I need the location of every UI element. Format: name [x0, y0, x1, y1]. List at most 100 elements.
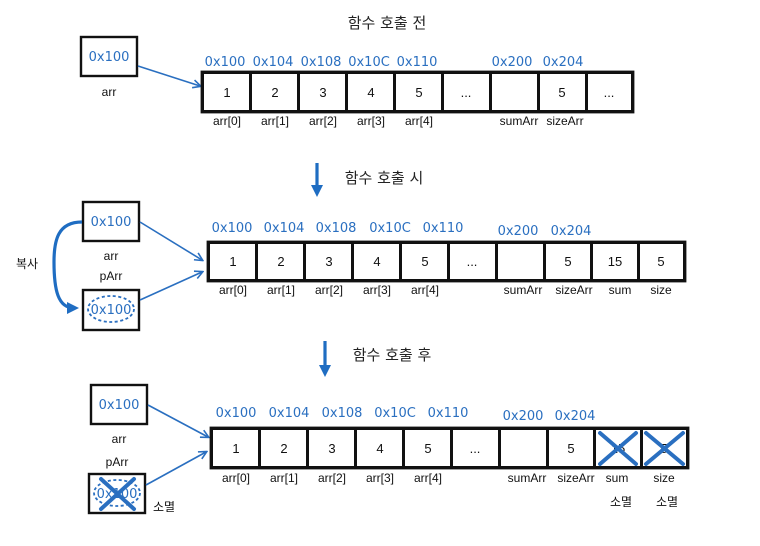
cell-value: 1: [232, 441, 239, 456]
copy-pointer-arrow: [139, 272, 202, 301]
cell-label: arr[0]: [219, 283, 247, 297]
cell-label: arr[2]: [318, 471, 346, 485]
cross-icon: [99, 477, 136, 511]
address-label: 0x10C: [348, 55, 390, 70]
cell-label: arr[2]: [309, 114, 337, 128]
address-label: 0x200: [503, 409, 544, 424]
cell-label: arr[3]: [363, 283, 391, 297]
stage-title: 함수 호출 후: [353, 346, 432, 364]
memory-row: [209, 426, 690, 470]
cell-label: sizeArr: [555, 283, 592, 297]
cell-value: 2: [277, 254, 284, 269]
copy-arrow-icon: [52, 220, 83, 314]
cell-value: ...: [604, 85, 615, 100]
address-label: 0x108: [316, 221, 357, 236]
cell-value: 4: [373, 254, 380, 269]
cell-value: 2: [271, 85, 278, 100]
cell-value: 4: [367, 85, 374, 100]
address-label: 0x104: [269, 406, 310, 421]
cell-label: arr[1]: [261, 114, 289, 128]
cell-label: sizeArr: [546, 114, 583, 128]
cell-value: 1: [223, 85, 230, 100]
pointer-box: [79, 35, 139, 78]
cell-value: 5: [421, 254, 428, 269]
cell-label: size: [650, 283, 672, 297]
cell-value: ...: [461, 85, 472, 100]
memory-row: [206, 240, 687, 283]
memory-border: [200, 70, 635, 114]
copy-pointer-box: [81, 288, 141, 332]
memory-cell: [403, 428, 452, 468]
memory-border: [209, 426, 690, 470]
cell-value: 15: [608, 254, 622, 269]
memory-row: [200, 70, 635, 114]
address-label: 0x108: [322, 406, 363, 421]
address-label: 0x10C: [369, 221, 411, 236]
memory-cell: [496, 242, 545, 281]
cell-value: 2: [280, 441, 287, 456]
cell-label: arr[0]: [222, 471, 250, 485]
cell-label: arr[4]: [411, 283, 439, 297]
cell-label: sumArr: [504, 283, 543, 297]
address-label: 0x100: [212, 221, 253, 236]
stage-title: 함수 호출 전: [348, 14, 427, 32]
pointer-label: arr: [112, 432, 127, 446]
pointer-box: [89, 383, 149, 426]
pointer-arrow: [147, 404, 208, 437]
cell-label: arr[0]: [213, 114, 241, 128]
address-label: 0x108: [301, 55, 342, 70]
address-label: 0x204: [555, 409, 596, 424]
cell-value: 1: [229, 254, 236, 269]
pointer-value: 0x100: [91, 215, 132, 230]
pointer-arrow: [137, 65, 200, 86]
cell-value: 5: [415, 85, 422, 100]
address-label: 0x200: [492, 55, 533, 70]
memory-cell: [499, 428, 548, 468]
address-label: 0x200: [498, 224, 539, 239]
stage-during: 함수 호출 시 0x100 arr pArr 0x100 복사 0x100 0x…: [16, 169, 687, 332]
memory-cell: [451, 428, 500, 468]
cell-value: 5: [558, 85, 565, 100]
pointer-label: arr: [102, 85, 117, 99]
cell-value: 3: [325, 254, 332, 269]
cell-value: 4: [376, 441, 383, 456]
cell-value: 5: [564, 254, 571, 269]
cell-label: sum: [609, 283, 632, 297]
address-label: 0x100: [205, 55, 246, 70]
dashed-highlight: [87, 295, 135, 323]
address-label: 0x110: [397, 55, 438, 70]
address-label: 0x10C: [374, 406, 416, 421]
copy-pointer-label: pArr: [100, 269, 123, 283]
memory-cell: [586, 72, 633, 112]
stage-before: 함수 호출 전 0x100 arr 0x100 0x104 0x108 0x10…: [79, 14, 635, 128]
destroyed-label: 소멸: [610, 495, 632, 509]
memory-cell: [490, 72, 539, 112]
address-label: 0x110: [428, 406, 469, 421]
cell-label: sumArr: [508, 471, 547, 485]
cell-label: arr[1]: [267, 283, 295, 297]
address-label: 0x104: [253, 55, 294, 70]
cell-value: ...: [467, 254, 478, 269]
cell-label: arr[4]: [405, 114, 433, 128]
pointer-box: [81, 200, 141, 243]
pointer-value: 0x100: [89, 50, 130, 65]
cell-label: sumArr: [500, 114, 539, 128]
dashed-highlight: [93, 479, 141, 507]
pointer-arrow: [139, 221, 202, 260]
cell-label: arr[1]: [270, 471, 298, 485]
stage-title: 함수 호출 시: [345, 169, 424, 187]
cell-label: arr[4]: [414, 471, 442, 485]
cell-label: size: [653, 471, 675, 485]
address-label: 0x204: [543, 55, 584, 70]
cell-label: arr[3]: [366, 471, 394, 485]
cell-value: 3: [328, 441, 335, 456]
cell-value: 5: [567, 441, 574, 456]
cross-icon: [598, 431, 638, 466]
cell-label: sizeArr: [557, 471, 594, 485]
copy-pointer-label: pArr: [106, 455, 129, 469]
address-label: 0x110: [423, 221, 464, 236]
pointer-label: arr: [104, 249, 119, 263]
cell-label: arr[2]: [315, 283, 343, 297]
stage-after: 함수 호출 후 0x100 arr pArr 0x100 소멸 0x100 0x…: [87, 346, 690, 515]
